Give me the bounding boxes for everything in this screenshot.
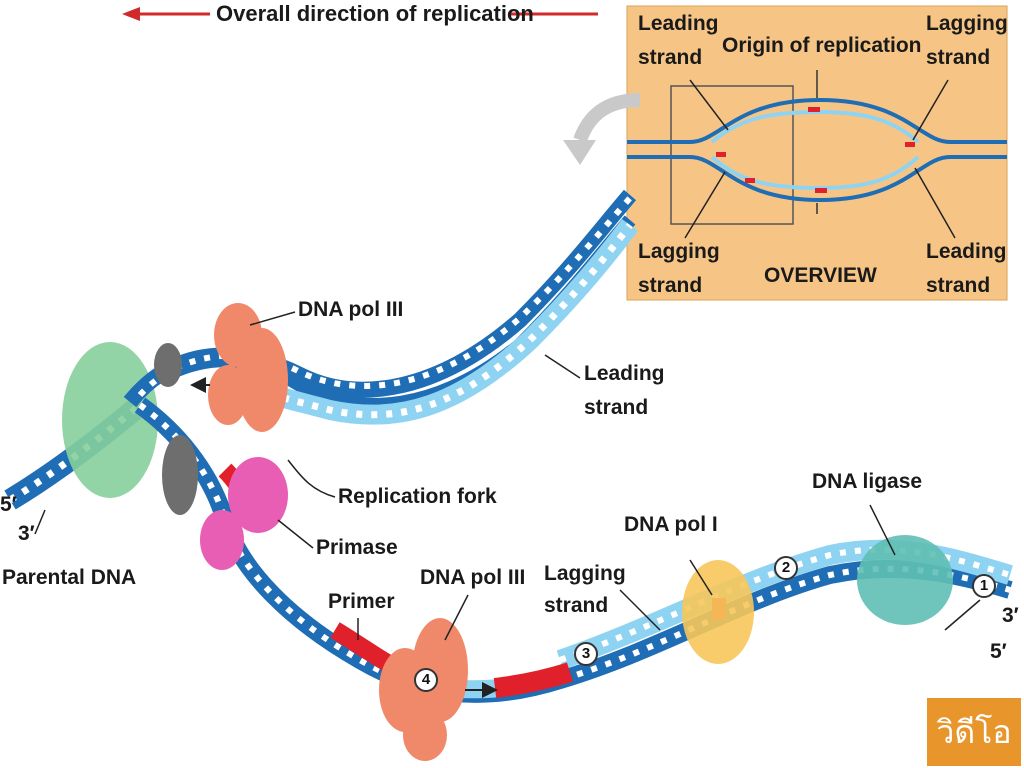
overview-lagging-bl-2: strand <box>638 274 703 297</box>
label-leading-strand-2: strand <box>584 396 649 419</box>
label-three-prime-right: 3′ <box>1002 604 1019 627</box>
step-2: 2 <box>774 556 798 580</box>
label-primase: Primase <box>316 536 398 559</box>
label-five-prime-right: 5′ <box>990 640 1007 663</box>
sliding-clamp-bottom <box>162 435 198 515</box>
dna-ligase <box>857 535 953 625</box>
dna-pol-iii-bottom <box>379 618 468 761</box>
label-lagging-strand-2: strand <box>544 594 609 617</box>
overview-leading-tl-2: strand <box>638 46 703 69</box>
overview-origin: Origin of replication <box>722 34 922 57</box>
overview-lagging-tr-2: strand <box>926 46 991 69</box>
overview-lagging-tr-1: Lagging <box>926 12 1008 35</box>
label-dna-pol-iii-bottom: DNA pol III <box>420 566 526 589</box>
label-five-prime-left: 5′ <box>0 493 17 516</box>
dna-pol-iii-top <box>208 303 288 432</box>
label-lagging-strand-1: Lagging <box>544 562 626 585</box>
label-leading-strand-1: Leading <box>584 362 665 385</box>
label-pointers <box>34 311 981 641</box>
direction-arrow <box>122 7 598 21</box>
overview-leading-br-2: strand <box>926 274 991 297</box>
helicase <box>62 342 158 498</box>
overview-lagging-bl-1: Lagging <box>638 240 720 263</box>
zoom-arrow <box>573 93 641 143</box>
label-replication-fork: Replication fork <box>338 485 497 508</box>
label-three-prime-left: 3′ <box>18 522 35 545</box>
label-dna-pol-iii-top: DNA pol III <box>298 298 404 321</box>
overview-panel <box>626 5 1008 301</box>
diagram-title: Overall direction of replication <box>216 1 534 26</box>
label-parental-dna: Parental DNA <box>2 566 137 589</box>
step-3: 3 <box>574 642 598 666</box>
video-button[interactable]: วิดีโอ <box>927 698 1021 766</box>
overview-leading-tl-1: Leading <box>638 12 719 35</box>
dna-pol-i <box>682 560 754 664</box>
step-4: 4 <box>414 668 438 692</box>
sliding-clamp-top <box>154 343 182 387</box>
primase <box>228 457 288 533</box>
step-1: 1 <box>972 574 996 598</box>
overview-leading-br-1: Leading <box>926 240 1007 263</box>
label-primer: Primer <box>328 590 395 613</box>
overview-title: OVERVIEW <box>764 264 877 287</box>
label-dna-pol-i: DNA pol I <box>624 513 718 536</box>
label-dna-ligase: DNA ligase <box>812 470 923 493</box>
